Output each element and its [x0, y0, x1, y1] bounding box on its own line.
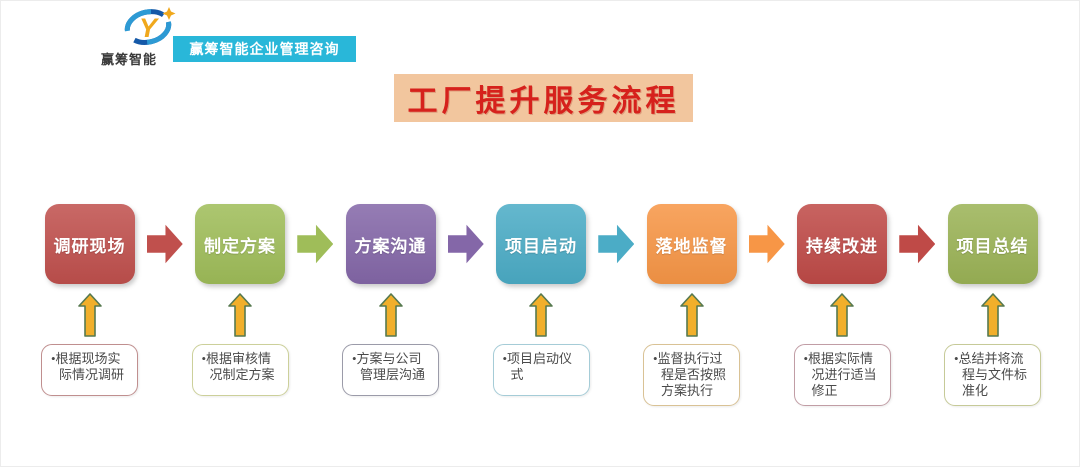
title-band: 工厂提升服务流程: [394, 74, 693, 122]
up-arrow-icon-2: [228, 293, 252, 342]
company-logo: Y 赢筹智能: [101, 5, 221, 68]
flow-step-box-2: 制定方案: [195, 204, 285, 284]
process-flow-diagram: 调研现场 制定方案 方案沟通 项目启动 落地监督 持续改进 项目总结 •根据现场…: [41, 204, 1041, 406]
note-card-5: •监督执行过程是否按照方案执行: [643, 344, 740, 406]
flow-step-box-3: 方案沟通: [345, 204, 436, 284]
flow-step-box-7: 项目总结: [947, 204, 1038, 284]
up-arrow-icon-5: [679, 293, 704, 342]
company-banner: 赢筹智能企业管理咨询: [173, 36, 356, 62]
right-arrow-icon-3: [447, 224, 484, 264]
note-card-6: •根据实际情况进行适当修正: [793, 344, 891, 406]
up-arrow-icon-6: [830, 293, 854, 342]
note-card-4: •项目启动仪式: [492, 344, 590, 396]
up-arrow-icon-3: [378, 293, 403, 342]
svg-text:Y: Y: [139, 13, 160, 43]
note-card-7: •总结并将流程与文件标准化: [944, 344, 1041, 406]
flow-step-box-6: 持续改进: [797, 204, 887, 284]
right-arrow-icon-1: [146, 224, 183, 264]
up-arrow-icon-4: [529, 293, 553, 342]
right-arrow-icon-6: [899, 224, 936, 264]
note-card-2: •根据审核情况制定方案: [191, 344, 289, 396]
up-arrow-icon-1: [77, 293, 102, 342]
right-arrow-icon-2: [297, 224, 334, 264]
yingchou-swirl-logo-icon: Y: [124, 7, 176, 45]
logo-caption: 赢筹智能: [101, 52, 158, 67]
flow-step-box-5: 落地监督: [646, 204, 737, 284]
note-card-3: •方案与公司管理层沟通: [342, 344, 439, 396]
page-title: 工厂提升服务流程: [407, 84, 680, 119]
right-arrow-icon-5: [748, 224, 785, 264]
up-arrow-icon-7: [980, 293, 1005, 342]
note-card-1: •根据现场实际情况调研: [41, 344, 138, 396]
flow-step-box-4: 项目启动: [496, 204, 586, 284]
star-icon: [162, 7, 176, 20]
flow-step-box-1: 调研现场: [44, 204, 135, 284]
right-arrow-icon-4: [598, 224, 635, 264]
